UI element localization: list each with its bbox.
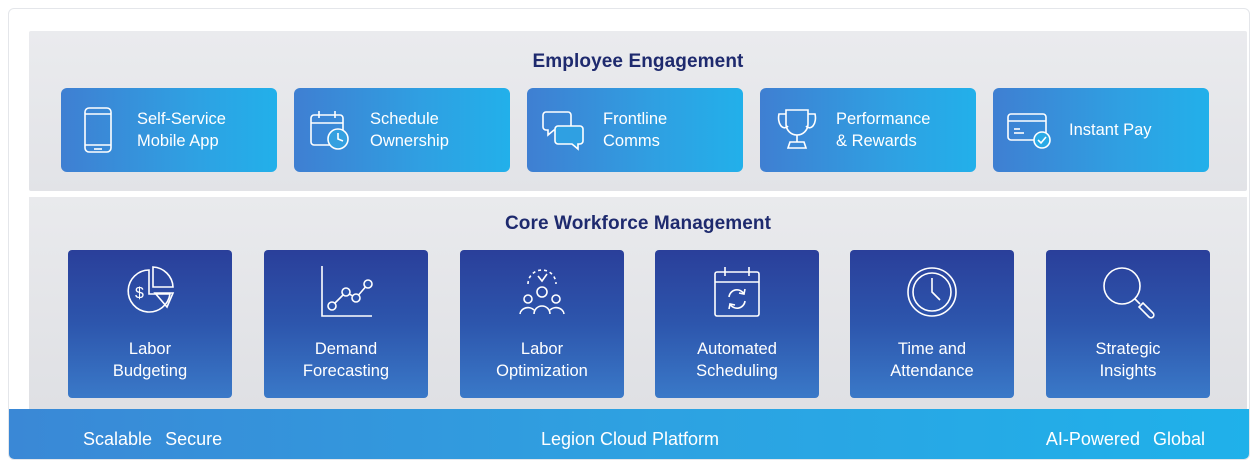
card-label-line2: Budgeting bbox=[112, 362, 188, 380]
platform-left-labels: Scalable Secure bbox=[83, 429, 222, 450]
secure-label: Secure bbox=[165, 429, 223, 449]
mobile-phone-icon bbox=[73, 105, 123, 155]
core-workforce-management-title: Core Workforce Management bbox=[504, 213, 772, 234]
card-label-line1: Schedule bbox=[370, 110, 439, 128]
instant-pay-card: Instant Pay bbox=[993, 88, 1209, 172]
card-label-line1: Frontline bbox=[603, 110, 668, 128]
platform-bar: Scalable Secure Legion Cloud Platform AI… bbox=[9, 409, 1249, 459]
magnifier-icon bbox=[1100, 264, 1156, 320]
clock-icon bbox=[904, 264, 960, 320]
card-label-line2: Attendance bbox=[890, 362, 974, 380]
platform-title: Legion Cloud Platform bbox=[540, 429, 720, 449]
scalable-label: Scalable bbox=[83, 429, 153, 449]
team-clock-icon bbox=[514, 264, 570, 320]
employee-engagement-title: Employee Engagement bbox=[532, 51, 744, 72]
chat-bubbles-icon bbox=[539, 105, 589, 155]
global-label: Global bbox=[1152, 429, 1205, 449]
trophy-icon bbox=[772, 105, 822, 155]
ai-powered-label: AI-Powered bbox=[1045, 429, 1140, 449]
platform-right-labels: AI-Powered Global bbox=[1046, 429, 1205, 450]
card-label-line2: Ownership bbox=[370, 132, 449, 150]
pie-chart-dollar-icon: $ bbox=[122, 264, 178, 320]
card-label-line1: Strategic bbox=[1095, 340, 1161, 358]
card-label-line1: Time and bbox=[897, 340, 967, 358]
card-label-line1: Demand bbox=[314, 340, 378, 358]
card-label-line2: Comms bbox=[603, 132, 660, 150]
card-label-line2: Mobile App bbox=[137, 132, 219, 150]
card-label-line1: Instant Pay bbox=[1069, 121, 1152, 139]
card-label-line1: Automated bbox=[697, 340, 777, 358]
card-label-line1: Labor bbox=[520, 340, 564, 358]
card-label-line2: Insights bbox=[1099, 362, 1157, 380]
card-label-line2: Scheduling bbox=[696, 362, 778, 380]
calendar-clock-icon bbox=[306, 105, 356, 155]
credit-card-check-icon bbox=[1005, 105, 1055, 155]
card-label-line1: Performance bbox=[836, 110, 931, 128]
card-label-line2: Forecasting bbox=[302, 362, 390, 380]
line-chart-icon bbox=[318, 264, 374, 320]
svg-text:$: $ bbox=[135, 285, 144, 302]
performance-rewards-card: Performance & Rewards bbox=[760, 88, 976, 172]
card-label-line2: Optimization bbox=[496, 362, 588, 380]
card-label-line2: & Rewards bbox=[836, 132, 917, 150]
calendar-refresh-icon bbox=[709, 264, 765, 320]
card-label-line1: Labor bbox=[128, 340, 172, 358]
card-label-line1: Self-Service bbox=[137, 110, 226, 128]
